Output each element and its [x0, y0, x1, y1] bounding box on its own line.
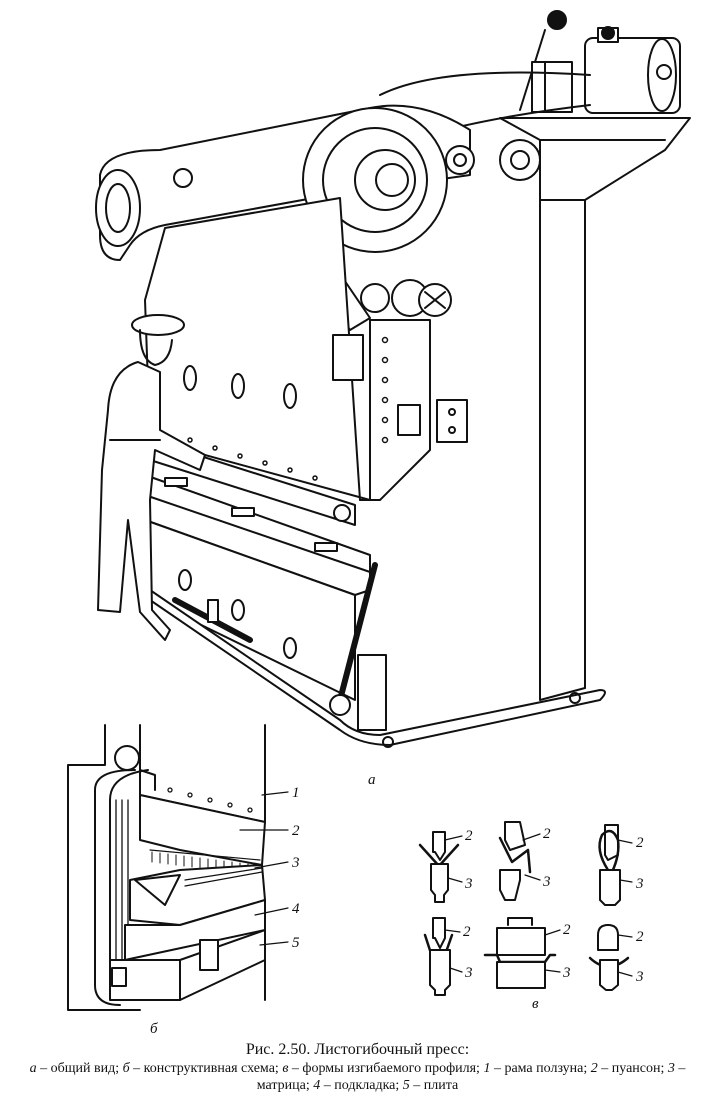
- part-label-4: 4: [292, 901, 300, 917]
- part-label-1: 1: [292, 785, 300, 801]
- motor: [584, 26, 681, 114]
- profile-5-die-label: 3: [562, 965, 571, 981]
- profile-round-bend: [588, 924, 630, 991]
- side-frame: [539, 199, 586, 701]
- profile-shapes: [418, 821, 630, 996]
- profile-2-die-label: 3: [542, 874, 551, 890]
- profile-loop-bend: [598, 824, 621, 906]
- legend-item: 2 – пуансон;: [590, 1061, 668, 1076]
- legend-item: 5 – плита: [402, 1078, 459, 1093]
- profile-step-bend: [483, 917, 557, 989]
- view-label-b: б: [150, 1021, 158, 1037]
- legend-item: 1 – рама ползуна;: [483, 1061, 591, 1076]
- profile-u-bend: [423, 917, 454, 996]
- press-figure: а: [67, 10, 691, 1037]
- operator-figure: [97, 314, 206, 641]
- view-label-a: а: [368, 772, 376, 788]
- handwheel: [360, 279, 452, 317]
- profile-3-die-label: 3: [635, 876, 644, 892]
- press-scheme: [67, 724, 266, 1011]
- legend-item: в – формы изгибаемого профиля;: [282, 1061, 484, 1076]
- legend-item: 4 – подкладка;: [313, 1078, 403, 1093]
- profile-6-die-label: 3: [635, 969, 644, 985]
- control-box: [436, 399, 468, 443]
- profile-4-punch-label: 2: [463, 924, 471, 940]
- profile-5-punch-label: 2: [563, 922, 571, 938]
- figure-caption: Рис. 2.50. Листогибочный пресс: а – общи…: [0, 1040, 715, 1094]
- part-label-2: 2: [292, 823, 300, 839]
- part-label-3: 3: [291, 855, 300, 871]
- bolster-4: [124, 899, 266, 961]
- caption-title: Рис. 2.50. Листогибочный пресс:: [245, 1041, 470, 1058]
- profile-6-punch-label: 2: [636, 929, 644, 945]
- press-general-view: [95, 10, 691, 748]
- base-rail: [149, 589, 606, 746]
- view-label-v: в: [532, 996, 539, 1012]
- profile-v-bend: [418, 831, 460, 903]
- profile-4-die-label: 3: [464, 965, 473, 981]
- legend-item: 3 – матрица;: [256, 1061, 686, 1093]
- punch-2: [139, 794, 266, 866]
- profile-1-punch-label: 2: [465, 828, 473, 844]
- profile-2-punch-label: 2: [543, 826, 551, 842]
- part-label-5: 5: [292, 935, 300, 951]
- caption-legend: а – общий вид; б – конструктивная схема;…: [0, 1060, 715, 1094]
- profile-3-punch-label: 2: [636, 835, 644, 851]
- profile-1-die-label: 3: [464, 876, 473, 892]
- legend-item: а – общий вид;: [29, 1061, 123, 1076]
- legend-item: б – конструктивная схема;: [122, 1061, 283, 1076]
- control-lever: [519, 10, 573, 113]
- profile-z-bend: [498, 821, 532, 901]
